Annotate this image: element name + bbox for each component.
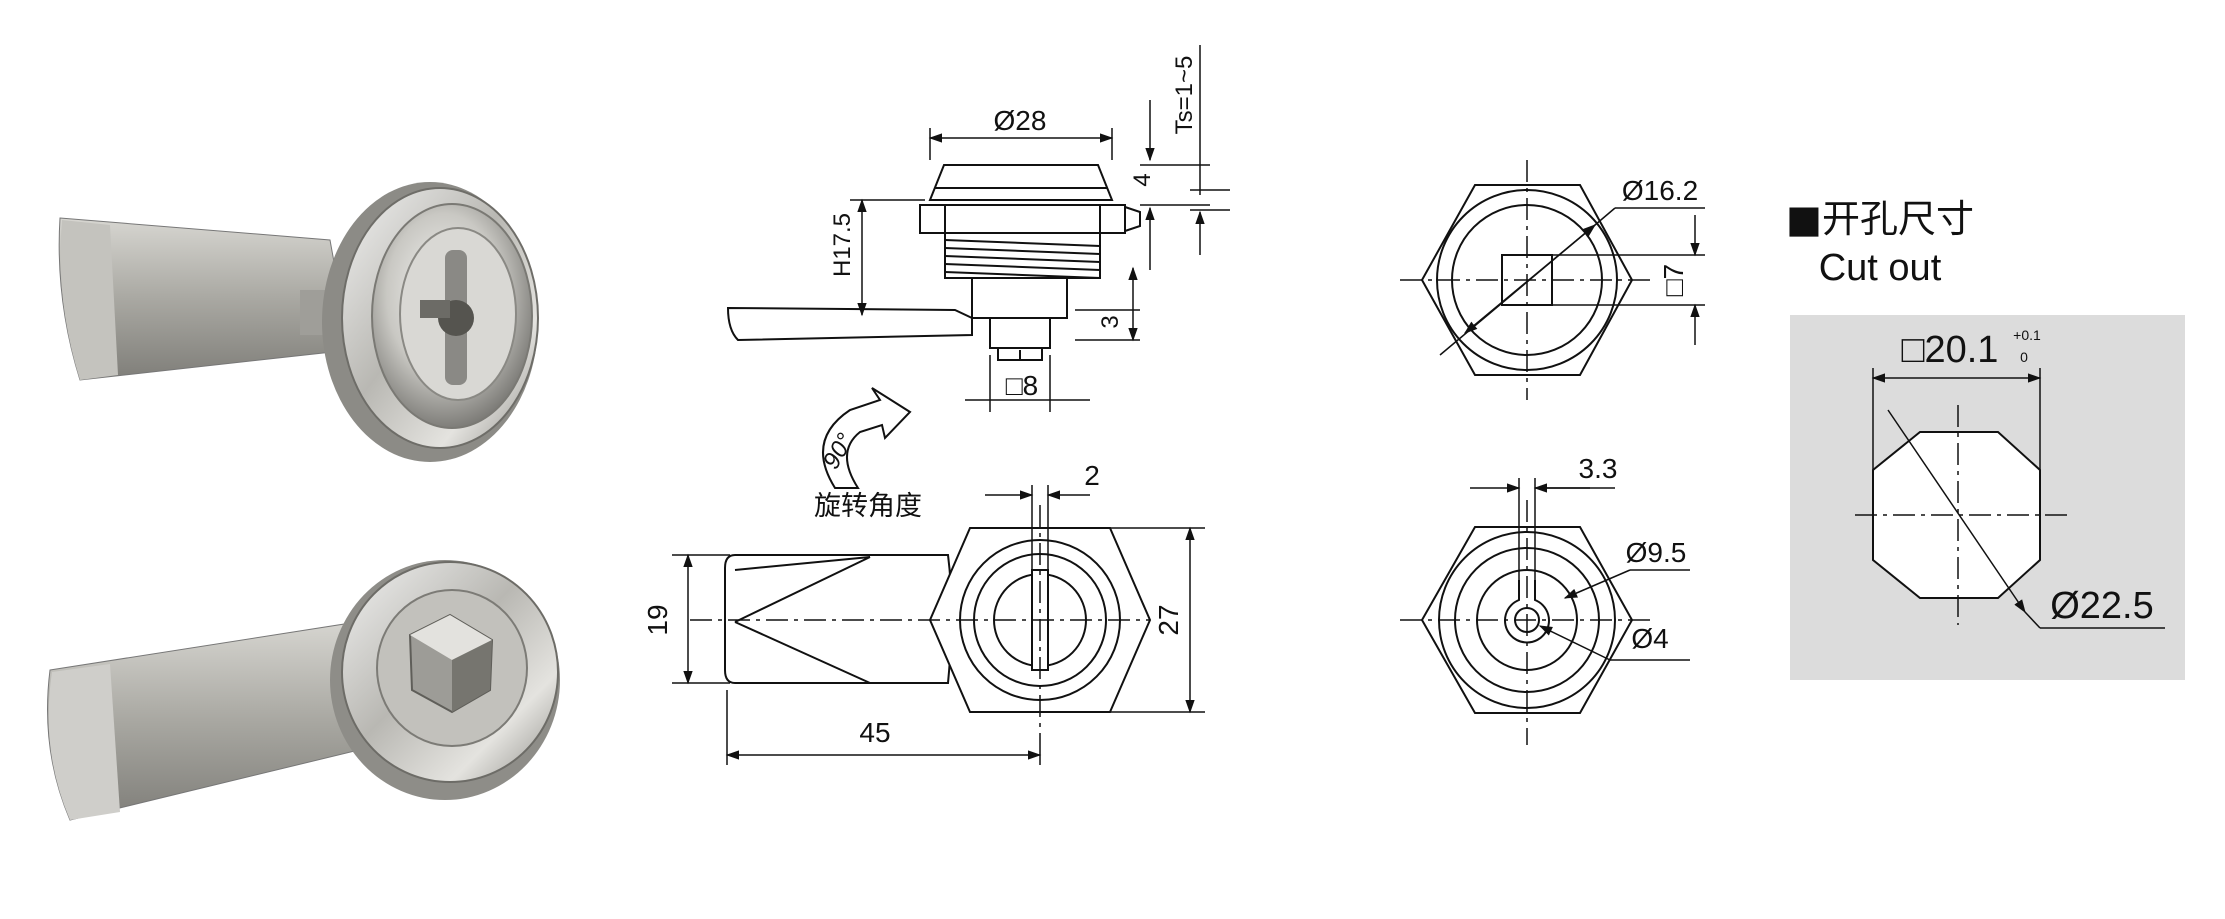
front-view-square-dimensions <box>1400 160 1705 400</box>
dim-slot-width: 2 <box>1084 460 1100 491</box>
rotation-label: 旋转角度 <box>814 491 922 522</box>
dim-square-drive: □8 <box>1006 370 1038 401</box>
cutout-drawing <box>1872 431 2041 599</box>
top-view-dimensions <box>672 485 1205 765</box>
dim-body-height: H17.5 <box>829 213 856 277</box>
product-photo-top <box>58 182 539 462</box>
dim-key-inner-diameter: Ø4 <box>1631 623 1668 654</box>
dim-head-height: 4 <box>1129 173 1156 186</box>
dim-cam-offset: 3 <box>1097 315 1124 328</box>
side-view-drawing <box>726 164 1141 361</box>
dim-hex-height: 27 <box>1153 604 1184 635</box>
cutout-tol-lower: 0 <box>2020 349 2028 365</box>
dim-cam-width: 19 <box>642 604 673 635</box>
dim-head-diameter: Ø28 <box>994 105 1047 136</box>
dim-key-slot-width: 3.3 <box>1579 453 1618 484</box>
cutout-tol-upper: +0.1 <box>2013 327 2041 343</box>
dim-key-outer-diameter: Ø9.5 <box>1626 537 1687 568</box>
cutout-dimensions <box>1855 368 2165 629</box>
product-photo-bottom <box>47 560 560 821</box>
cutout-width: □20.1 <box>1902 329 1999 371</box>
front-view-key-dimensions <box>1400 478 1690 745</box>
cutout-diameter: Ø22.5 <box>2050 585 2154 627</box>
dim-panel-thickness: Ts=1~5 <box>1171 56 1198 135</box>
cutout-title-cn: ■开孔尺寸 <box>1786 197 1974 241</box>
dim-cam-length: 45 <box>859 717 890 748</box>
rotation-arrow-icon <box>822 387 912 489</box>
side-view-dimensions <box>850 45 1230 412</box>
dim-front-diameter: Ø16.2 <box>1622 175 1698 206</box>
dim-front-square: □7 <box>1658 264 1689 296</box>
cutout-title-en: Cut out <box>1819 247 1942 289</box>
